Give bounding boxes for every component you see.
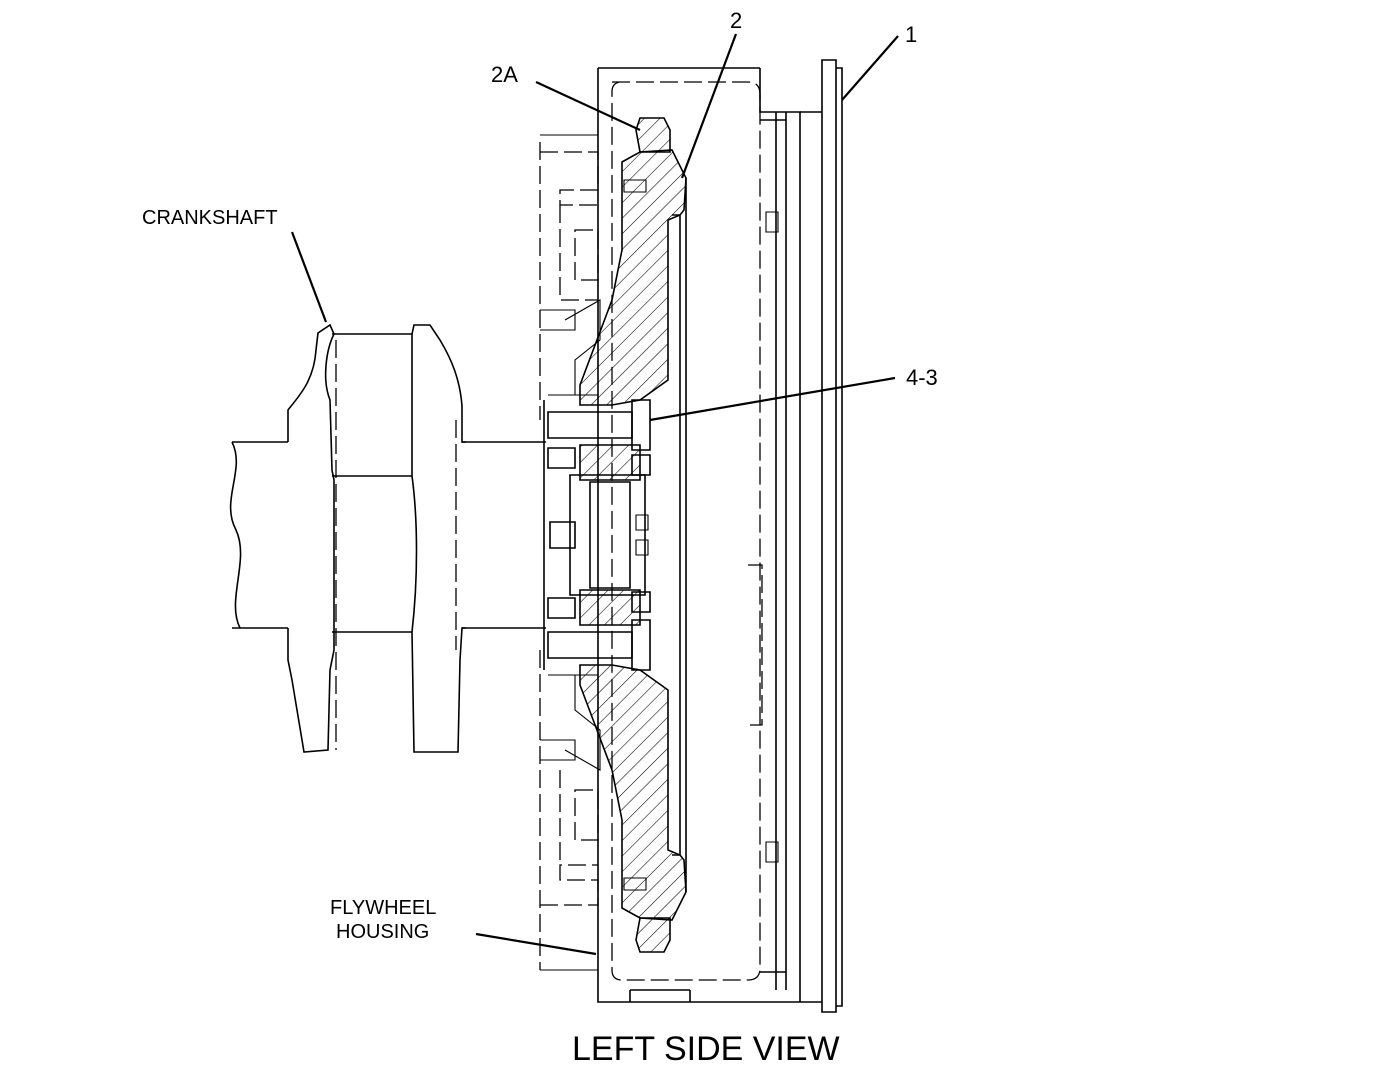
leader-2a — [535, 81, 641, 131]
engine-rear-structure — [539, 134, 601, 971]
leader-lines — [290, 33, 899, 956]
leader-crankshaft — [290, 231, 328, 323]
cover-plate — [800, 59, 843, 1013]
crankshaft — [229, 323, 546, 753]
leader-flywheel-housing — [475, 932, 597, 956]
callout-2a: 2A — [491, 62, 518, 87]
view-title: LEFT SIDE VIEW — [572, 1030, 840, 1068]
flywheel — [569, 149, 687, 921]
leader-1 — [841, 35, 899, 101]
callout-2: 2 — [730, 8, 742, 33]
flywheel-bolts — [543, 399, 651, 671]
flywheel-housing-label-line1: FLYWHEEL — [330, 897, 436, 919]
ring-gear — [635, 117, 671, 953]
labels: 1 2 2A 4-3 CRANKSHAFT FLYWHEEL HOUSING L… — [142, 8, 938, 1068]
leader-2 — [680, 33, 738, 179]
flywheel-housing — [597, 67, 801, 1003]
flywheel-housing-label-line2: HOUSING — [336, 921, 429, 943]
callout-4-3: 4-3 — [906, 365, 938, 390]
callout-1: 1 — [905, 22, 917, 47]
leader-4-3 — [649, 376, 896, 422]
crankshaft-label: CRANKSHAFT — [142, 207, 278, 229]
